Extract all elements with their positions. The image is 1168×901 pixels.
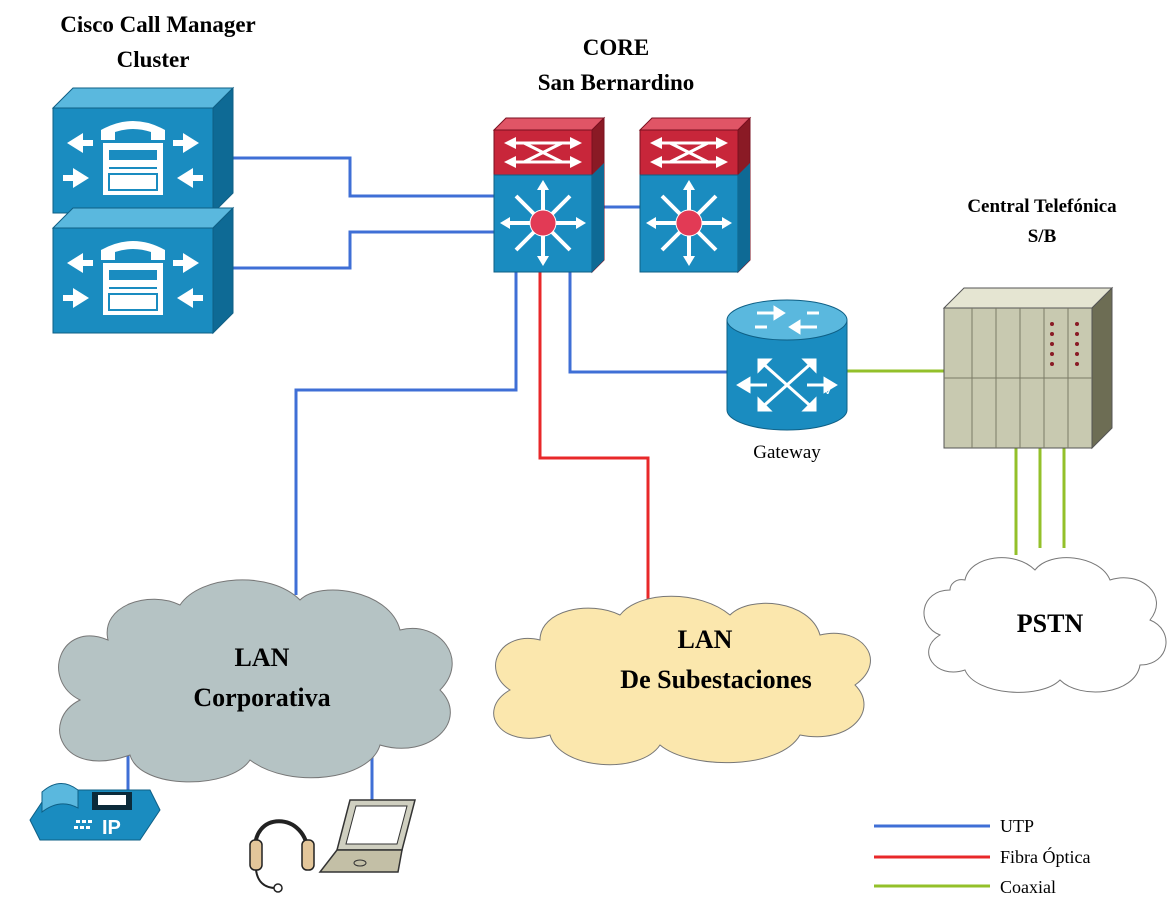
svg-text:V: V: [823, 381, 833, 397]
call-manager-icon[interactable]: [52, 207, 234, 334]
legend-fibra-label: Fibra Óptica: [1000, 846, 1090, 867]
pbx-icon[interactable]: [942, 286, 1114, 450]
lan-corporativa-label: LAN: [235, 643, 290, 672]
core-title: CORE: [583, 35, 649, 60]
central-title-line2: S/B: [1028, 226, 1057, 247]
ip-phone-icon[interactable]: IP: [29, 783, 161, 841]
voice-gateway-icon[interactable]: V: [726, 299, 848, 431]
legend-coaxial-label: Coaxial: [1000, 877, 1056, 897]
laptop-icon[interactable]: [318, 799, 416, 873]
lan-subestaciones-label: LAN: [678, 625, 733, 654]
multilayer-switch-icon[interactable]: [492, 116, 606, 274]
coax-links: [846, 369, 1066, 555]
gateway-label: Gateway: [753, 442, 821, 463]
cluster-title-line2: Cluster: [117, 47, 190, 72]
call-manager-icon[interactable]: [52, 87, 234, 214]
headset-icon[interactable]: [249, 819, 315, 893]
pstn-label: PSTN: [1017, 609, 1084, 638]
lan-subestaciones-label-line2: De Subestaciones: [620, 665, 811, 694]
lan-corporativa-label-line2: Corporativa: [193, 683, 330, 712]
legend-utp-label: UTP: [1000, 816, 1034, 836]
multilayer-switch-icon[interactable]: [638, 116, 752, 274]
fiber-link: [538, 272, 650, 612]
cluster-title: Cisco Call Manager: [60, 12, 255, 37]
central-title: Central Telefónica: [967, 196, 1117, 217]
core-title-line2: San Bernardino: [538, 70, 695, 95]
svg-text:IP: IP: [102, 817, 121, 839]
lan-subestaciones-cloud-icon[interactable]: [493, 595, 871, 766]
lan-corporativa-cloud-icon[interactable]: [58, 579, 453, 783]
legend: UTP Fibra Óptica Coaxial: [874, 816, 1090, 897]
pstn-cloud-icon[interactable]: [923, 557, 1167, 693]
